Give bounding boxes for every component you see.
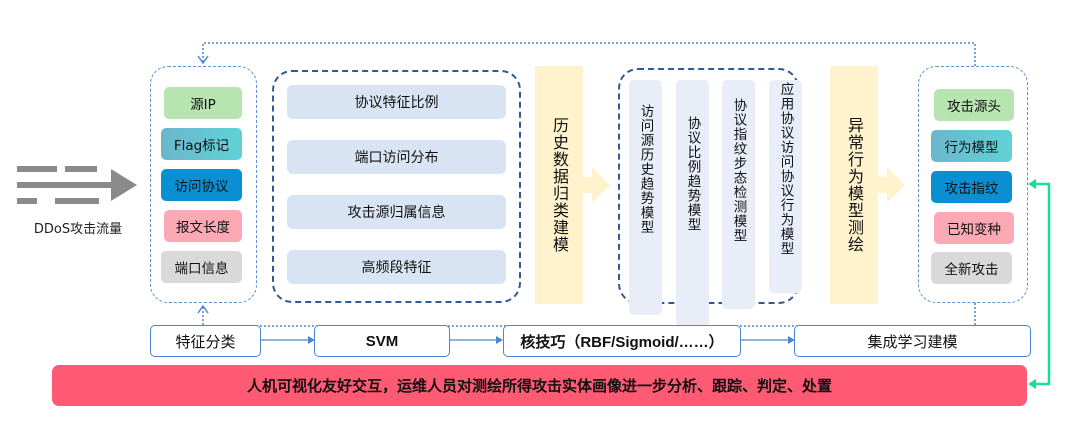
flow-step-kernel-trick: 核技巧（RBF/Sigmoid/……） [503, 325, 741, 357]
stage1-arrow-icon [592, 167, 610, 203]
stage-history-modeling: 历史数据归类建模 [535, 66, 583, 304]
chip-label: 报文长度 [176, 220, 230, 236]
model-label: 协议比例趋势模型 [684, 116, 701, 232]
stat-item: 端口访问分布 [287, 140, 506, 174]
chip-label: 攻击源头 [947, 99, 1001, 115]
feature-chip-length: 报文长度 [164, 210, 242, 242]
chip-label: 已知变种 [947, 222, 1001, 238]
flow-arrowhead-3 [788, 336, 795, 344]
chip-label: 攻击指纹 [944, 181, 999, 197]
chip-label: 行为模型 [944, 140, 999, 156]
feature-chip-source-ip: 源IP [164, 87, 242, 119]
result-chip-source: 攻击源头 [934, 89, 1014, 121]
result-chip-fingerprint: 攻击指纹 [931, 171, 1012, 203]
chip-label: Flag标记 [173, 138, 230, 154]
result-chip-behavior: 行为模型 [931, 130, 1012, 162]
chip-label: 源IP [190, 97, 216, 113]
top-feedback-line [202, 42, 976, 66]
model-item: 应用协议访问协议行为模型 [769, 80, 802, 293]
stage2-arrow-icon [887, 167, 905, 203]
stat-item: 高频段特征 [287, 250, 506, 284]
chip-label: 访问协议 [174, 179, 229, 195]
result-chip-variant: 已知变种 [934, 212, 1014, 244]
bottom-dotted-line [202, 303, 976, 327]
model-item: 协议指纹步态检测模型 [722, 80, 755, 309]
model-item: 协议比例趋势模型 [676, 80, 709, 327]
flow-step-feature-classification: 特征分类 [150, 325, 261, 357]
feature-chip-port: 端口信息 [161, 251, 242, 283]
stage-label: 异常行为模型测绘 [845, 117, 864, 253]
stage2-arrow-stem [878, 177, 887, 193]
flow-step-svm: SVM [314, 325, 450, 357]
stat-item: 攻击源归属信息 [287, 195, 506, 229]
stage-anomaly-mapping: 异常行为模型测绘 [830, 66, 878, 304]
green-feedback-line [1033, 182, 1051, 386]
feature-chip-flag: Flag标记 [161, 128, 242, 160]
feature-group [150, 66, 257, 303]
stage-label: 历史数据归类建模 [550, 117, 569, 253]
ddos-traffic-label: DDoS攻击流量 [33, 222, 123, 237]
interaction-banner: 人机可视化友好交互，运维人员对测绘所得攻击实体画像进一步分析、跟踪、判定、处置 [52, 365, 1027, 406]
traffic-arrow-icon [17, 166, 137, 204]
bottom-dotted-arrowhead [197, 304, 209, 314]
green-arrowhead-bottom [1028, 379, 1036, 389]
green-arrowhead-top [1028, 179, 1036, 189]
stage1-arrow-stem [583, 177, 592, 193]
model-label: 协议指纹步态检测模型 [730, 98, 747, 243]
model-label: 访问源历史趋势模型 [637, 104, 654, 235]
stat-item: 协议特征比例 [287, 85, 506, 119]
model-label: 应用协议访问协议行为模型 [777, 82, 794, 256]
chip-label: 全新攻击 [944, 262, 999, 278]
result-chip-new-attack: 全新攻击 [931, 252, 1012, 284]
flow-step-ensemble-learning: 集成学习建模 [794, 325, 1031, 357]
top-feedback-arrowhead [197, 55, 209, 65]
flow-arrowhead-2 [496, 336, 503, 344]
flow-arrowhead-1 [308, 336, 315, 344]
chip-label: 端口信息 [174, 261, 229, 277]
stats-group [272, 70, 521, 303]
model-item: 访问源历史趋势模型 [629, 80, 662, 315]
feature-chip-protocol: 访问协议 [161, 169, 242, 201]
result-group [918, 66, 1028, 303]
